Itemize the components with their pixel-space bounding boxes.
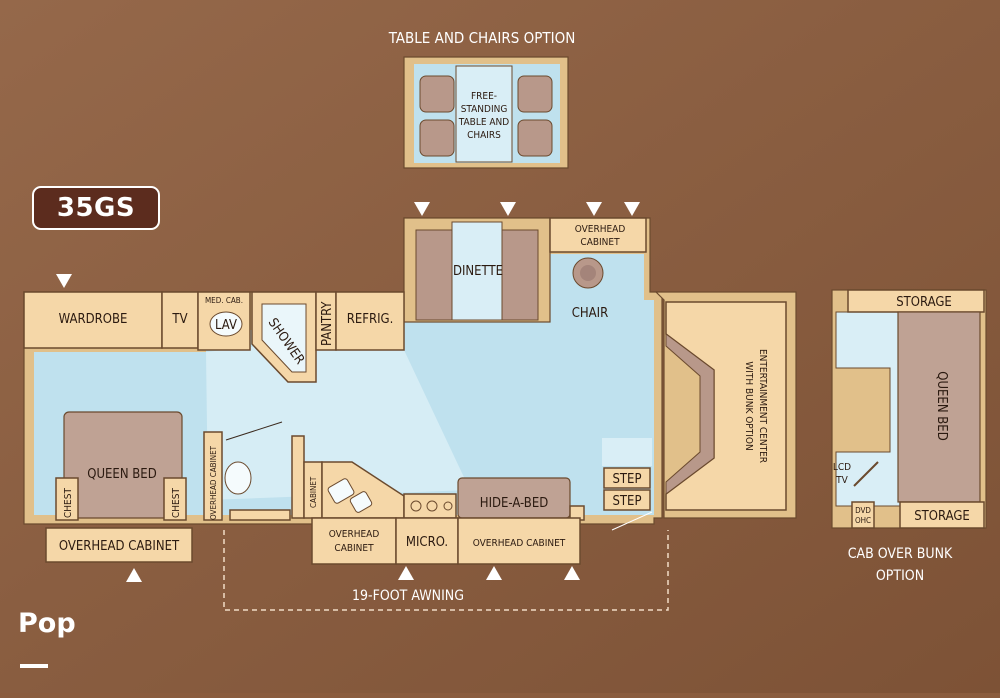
tv-cabinet bbox=[161, 291, 199, 349]
slide-out-arrow-icon bbox=[56, 202, 640, 582]
galley-cabinet-label: CABINET bbox=[309, 476, 318, 508]
cab-over-bunk-option: STORAGE QUEEN BED STORAGE DVD OHC LCD TV… bbox=[831, 289, 987, 584]
entertainment-line-2: WITH BUNK OPTION bbox=[743, 361, 754, 450]
step-lower bbox=[603, 489, 651, 511]
overhead-cabinet-galley-line-2: CABINET bbox=[334, 543, 374, 554]
sink-icon bbox=[327, 478, 373, 513]
table-option-line-2: STANDING bbox=[461, 104, 508, 115]
freestanding-table bbox=[455, 65, 513, 163]
overhead-cabinet-bath bbox=[203, 431, 223, 521]
step-lower-label: STEP bbox=[612, 494, 641, 509]
table-option-line-1: FREE- bbox=[471, 91, 497, 102]
overhead-cabinet-top bbox=[549, 217, 647, 253]
bunk-queen-bed bbox=[897, 311, 981, 503]
entertainment-line-1: ENTERTAINMENT CENTER bbox=[757, 349, 768, 463]
table-option-line-3: TABLE AND bbox=[458, 117, 509, 128]
med-cab-label: MED. CAB. bbox=[205, 296, 243, 305]
lcd-label: LCD bbox=[833, 462, 851, 473]
storage-top-label: STORAGE bbox=[896, 295, 952, 310]
microwave bbox=[395, 517, 459, 565]
awning-label: 19-FOOT AWNING bbox=[352, 588, 464, 604]
lav-label: LAV bbox=[215, 318, 237, 333]
wardrobe-label: WARDROBE bbox=[59, 312, 128, 327]
overhead-cabinet-top-line-1: OVERHEAD bbox=[575, 224, 626, 235]
queen-bed bbox=[63, 411, 183, 519]
wardrobe bbox=[23, 291, 163, 349]
overhead-cabinet-top-line-2: CABINET bbox=[580, 237, 620, 248]
refrig-label: REFRIG. bbox=[347, 312, 394, 327]
chair-icon bbox=[419, 75, 553, 157]
lcd-tv-label: TV bbox=[835, 475, 848, 486]
stove bbox=[403, 493, 457, 519]
storage-bottom bbox=[899, 501, 985, 529]
overhead-cabinet-front-label: OVERHEAD CABINET bbox=[473, 538, 566, 549]
model-badge: 35GS bbox=[32, 186, 160, 230]
storage-bottom-label: STORAGE bbox=[914, 509, 970, 524]
micro-label: MICRO. bbox=[406, 535, 448, 550]
stove-icon bbox=[410, 500, 453, 512]
step-upper bbox=[603, 467, 651, 489]
chest-left bbox=[55, 477, 79, 521]
chair-label: CHAIR bbox=[572, 306, 609, 321]
bunk-option-line-2: OPTION bbox=[876, 568, 924, 584]
dvd-label: DVD bbox=[855, 506, 871, 515]
overhead-cabinet-rear-label: OVERHEAD CABINET bbox=[59, 539, 180, 554]
chest-right-label: CHEST bbox=[171, 488, 182, 518]
toilet-icon bbox=[224, 461, 252, 495]
watermark-logo: Pop bbox=[18, 608, 76, 639]
main-floorplan: DINETTE OVERHEAD CABINET CHAIR WARDROBE … bbox=[23, 202, 797, 611]
overhead-cabinet-galley bbox=[311, 517, 397, 565]
overhead-cabinet-rear bbox=[45, 527, 193, 563]
chest-left-label: CHEST bbox=[63, 488, 74, 518]
overhead-cabinet-bath-label: OVERHEAD CABINET bbox=[209, 445, 218, 520]
tv-label: TV bbox=[171, 312, 187, 327]
ohc-label: OHC bbox=[855, 516, 871, 525]
bunk-queen-bed-label: QUEEN BED bbox=[934, 371, 949, 440]
chair-icon bbox=[572, 257, 604, 289]
watermark-underline bbox=[20, 664, 48, 668]
awning-outline bbox=[223, 530, 669, 611]
pantry-label: PANTRY bbox=[320, 301, 335, 346]
hide-a-bed-label: HIDE-A-BED bbox=[480, 496, 548, 511]
sink-icon bbox=[209, 311, 243, 337]
bunk-option-line-1: CAB OVER BUNK bbox=[848, 546, 953, 562]
dinette-label: DINETTE bbox=[453, 264, 503, 279]
overhead-cabinet-front bbox=[457, 517, 581, 565]
step-upper-label: STEP bbox=[612, 472, 641, 487]
queen-bed-label: QUEEN BED bbox=[87, 467, 156, 482]
refrigerator bbox=[335, 291, 405, 351]
table-option-line-4: CHAIRS bbox=[467, 130, 501, 141]
table-chairs-option: TABLE AND CHAIRS OPTION FREE- STANDING T… bbox=[388, 29, 576, 169]
table-option-title: TABLE AND CHAIRS OPTION bbox=[388, 29, 576, 47]
chest-right bbox=[163, 477, 187, 521]
overhead-cabinet-galley-line-1: OVERHEAD bbox=[329, 529, 380, 540]
